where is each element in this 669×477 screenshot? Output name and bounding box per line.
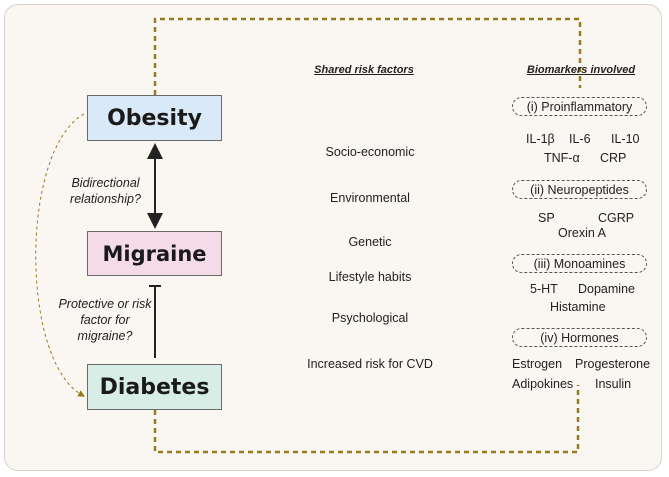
biomarker-item: Insulin xyxy=(595,377,632,391)
biomarker-item: 5-HT xyxy=(530,282,558,296)
proinflammatory-label: (i) Proinflammatory xyxy=(512,97,647,116)
migraine-box: Migraine xyxy=(87,231,222,276)
biomarker-item: Adipokines xyxy=(512,377,574,391)
biomarker-item: IL-6 xyxy=(569,132,591,146)
biomarker-item: SP xyxy=(538,211,555,225)
bidirectional-note: Bidirectional relationship? xyxy=(48,175,163,207)
obesity-box: Obesity xyxy=(87,95,222,141)
biomarker-item: TNF-α xyxy=(544,151,580,165)
diabetes-box: Diabetes xyxy=(87,364,222,410)
note-line: factor for xyxy=(80,313,130,327)
note-line: migraine? xyxy=(77,329,133,343)
risk-factor: Lifestyle habits xyxy=(328,270,412,284)
obesity-diabetes-curve xyxy=(35,113,86,397)
biomarker-item: Histamine xyxy=(550,300,606,314)
biomarker-item: Estrogen xyxy=(512,357,563,371)
risk-factor: Socio-economic xyxy=(325,145,415,159)
biomarker-item: IL-10 xyxy=(611,132,640,146)
biomarker-item: CRP xyxy=(600,151,627,165)
bottom-dotted-connector xyxy=(153,385,580,454)
note-line: Protective or risk xyxy=(58,297,152,311)
note-line: Bidirectional xyxy=(71,176,140,190)
risk-factor: Increased risk for CVD xyxy=(307,357,433,371)
neuropeptides-label: (ii) Neuropeptides xyxy=(512,180,647,199)
top-dotted-connector xyxy=(153,17,582,95)
shared-risk-heading: Shared risk factors xyxy=(314,64,414,76)
risk-factor: Environmental xyxy=(330,191,410,205)
note-line: relationship? xyxy=(70,192,141,206)
biomarker-item: IL-1β xyxy=(526,132,555,146)
biomarker-item: Dopamine xyxy=(578,282,635,296)
biomarkers-heading: Biomarkers involved xyxy=(526,64,636,76)
biomarker-item: CGRP xyxy=(598,211,635,225)
risk-factor: Psychological xyxy=(331,311,409,325)
protective-note: Protective or risk factor for migraine? xyxy=(40,296,170,344)
monoamines-label: (iii) Monoamines xyxy=(512,254,647,273)
biomarker-item: Orexin A xyxy=(558,226,606,240)
hormones-label: (iv) Hormones xyxy=(512,328,647,347)
biomarker-item: Progesterone xyxy=(575,357,651,371)
risk-factor: Genetic xyxy=(348,235,392,249)
